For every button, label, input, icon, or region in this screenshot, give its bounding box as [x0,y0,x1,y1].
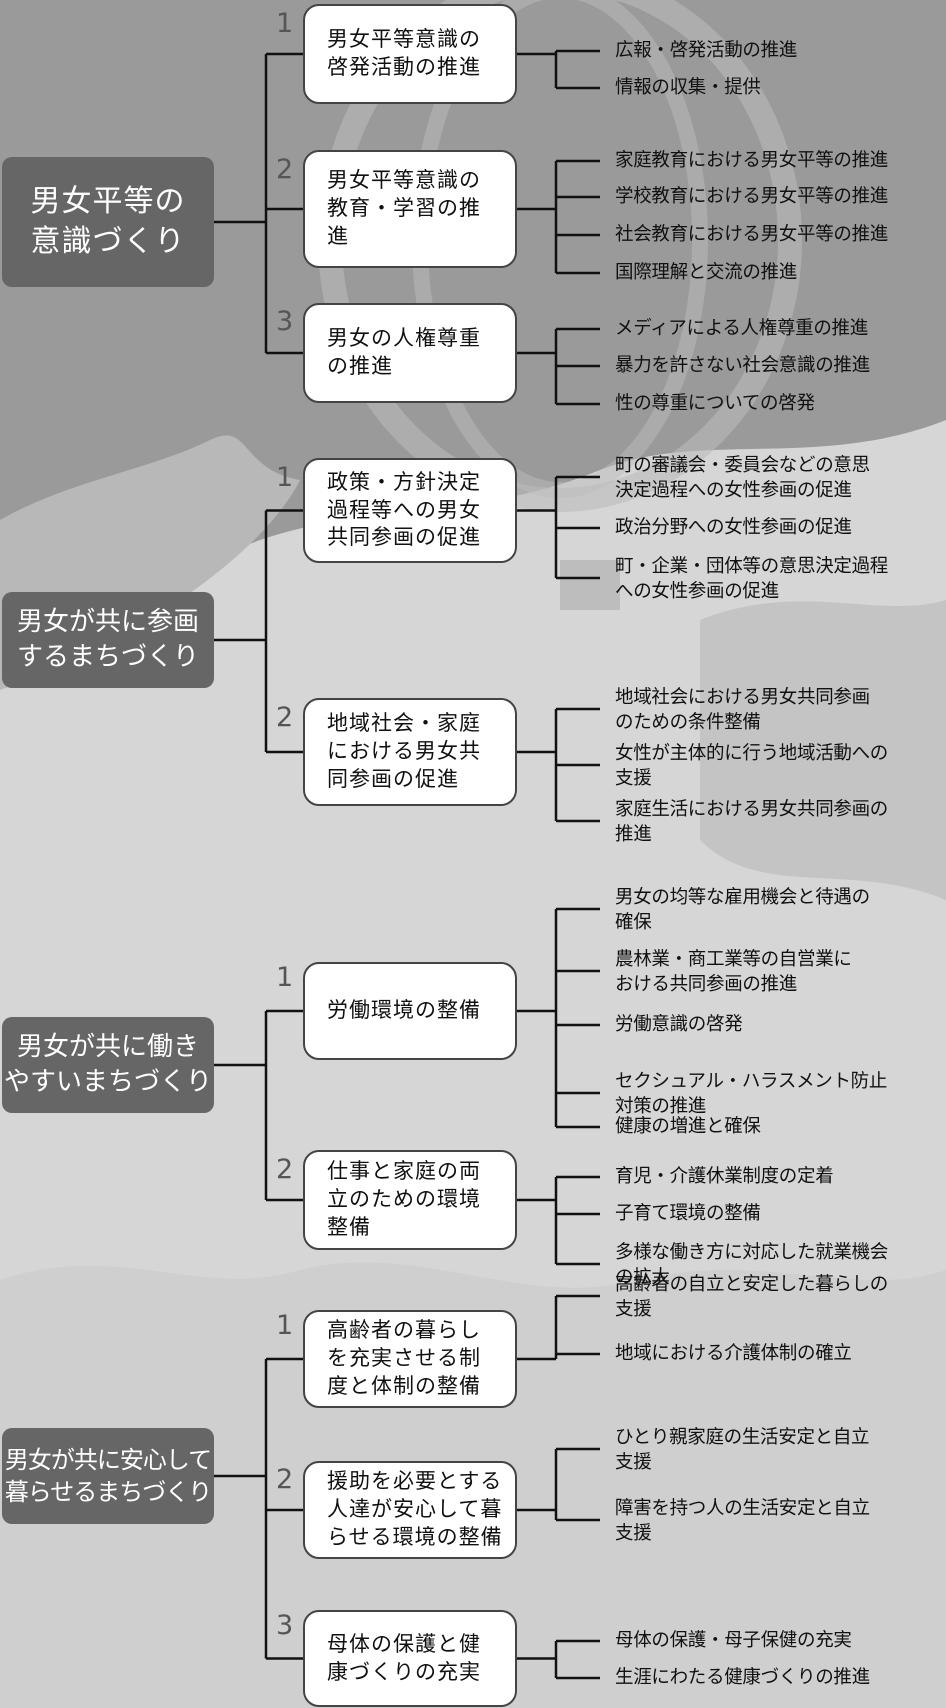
measure-box: 男女の人権尊重 の推進 [303,303,517,403]
measure-box: 地域社会・家庭 における男女共 同参画の促進 [303,698,517,806]
detail-item: 健康の増進と確保 [615,1116,761,1137]
detail-item: 社会教育における男女平等の推進 [615,224,889,245]
goal-box: 男女が共に安心して 暮らせるまちづくり [2,1428,214,1524]
measure-box: 仕事と家庭の両 立のための環境 整備 [303,1150,517,1250]
detail-item: 生涯にわたる健康づくりの推進 [615,1667,870,1688]
detail-item: セクシュアル・ハラスメント防止 対策の推進 [615,1071,888,1118]
measure-box: 労働環境の整備 [303,962,517,1060]
measure-box: 政策・方針決定 過程等への男女 共同参画の促進 [303,458,517,563]
goal-box: 男女が共に働き やすいまちづくり [2,1017,214,1113]
detail-item: 障害を持つ人の生活安定と自立 支援 [615,1498,870,1545]
measure-number: 1 [276,1310,294,1341]
detail-item: 町の審議会・委員会などの意思 決定過程への女性参画の促進 [615,455,870,502]
measure-number: 2 [276,702,294,733]
detail-item: 多様な働き方に対応した就業機会 の拡大 [615,1242,889,1289]
detail-item: 町・企業・団体等の意思決定過程 への女性参画の促進 [615,556,889,603]
detail-item: 性の尊重についての啓発 [615,393,815,414]
detail-item: 暴力を許さない社会意識の推進 [615,355,870,376]
detail-item: 高齢者の自立と安定した暮らしの 支援 [615,1274,889,1321]
detail-item: 国際理解と交流の推進 [615,262,798,283]
detail-item: 家庭生活における男女共同参画の 推進 [615,799,889,846]
detail-item: 地域社会における男女共同参画 のための条件整備 [615,687,870,734]
detail-item: 育児・介護休業制度の定着 [615,1166,834,1187]
detail-item: メディアによる人権尊重の推進 [615,318,868,339]
detail-item: 家庭教育における男女平等の推進 [615,150,889,171]
detail-item: 労働意識の啓発 [615,1014,743,1035]
measure-number: 2 [276,1154,294,1185]
measure-box: 高齢者の暮らし を充実させる制 度と体制の整備 [303,1310,517,1408]
goal-box: 男女が共に参画 するまちづくり [2,592,214,688]
detail-item: 女性が主体的に行う地域活動への 支援 [615,743,889,790]
detail-item: 学校教育における男女平等の推進 [615,186,889,207]
measure-number: 1 [276,462,294,493]
goal-box: 男女平等の 意識づくり [2,157,214,287]
measure-box: 男女平等意識の 教育・学習の推 進 [303,150,517,268]
measure-number: 3 [276,1610,294,1641]
measure-box: 男女平等意識の 啓発活動の推進 [303,4,517,104]
detail-item: 地域における介護体制の確立 [615,1343,852,1364]
detail-item: 男女の均等な雇用機会と待遇の 確保 [615,887,870,934]
measure-number: 2 [276,154,294,185]
detail-item: 広報・啓発活動の推進 [615,40,798,61]
measure-number: 3 [276,306,294,337]
measure-number: 1 [276,8,294,39]
measure-box: 援助を必要とする 人達が安心して暮 らせる環境の整備 [303,1461,517,1559]
detail-item: 農林業・商工業等の自営業に おける共同参画の推進 [615,949,852,996]
detail-item: 子育て環境の整備 [615,1203,761,1224]
detail-item: ひとり親家庭の生活安定と自立 支援 [615,1427,870,1474]
detail-item: 政治分野への女性参画の促進 [615,517,852,538]
detail-item: 母体の保護・母子保健の充実 [615,1630,852,1651]
measure-box: 母体の保護と健 康づくりの充実 [303,1610,517,1707]
measure-number: 2 [276,1464,294,1495]
detail-item: 情報の収集・提供 [615,77,761,98]
measure-number: 1 [276,962,294,993]
